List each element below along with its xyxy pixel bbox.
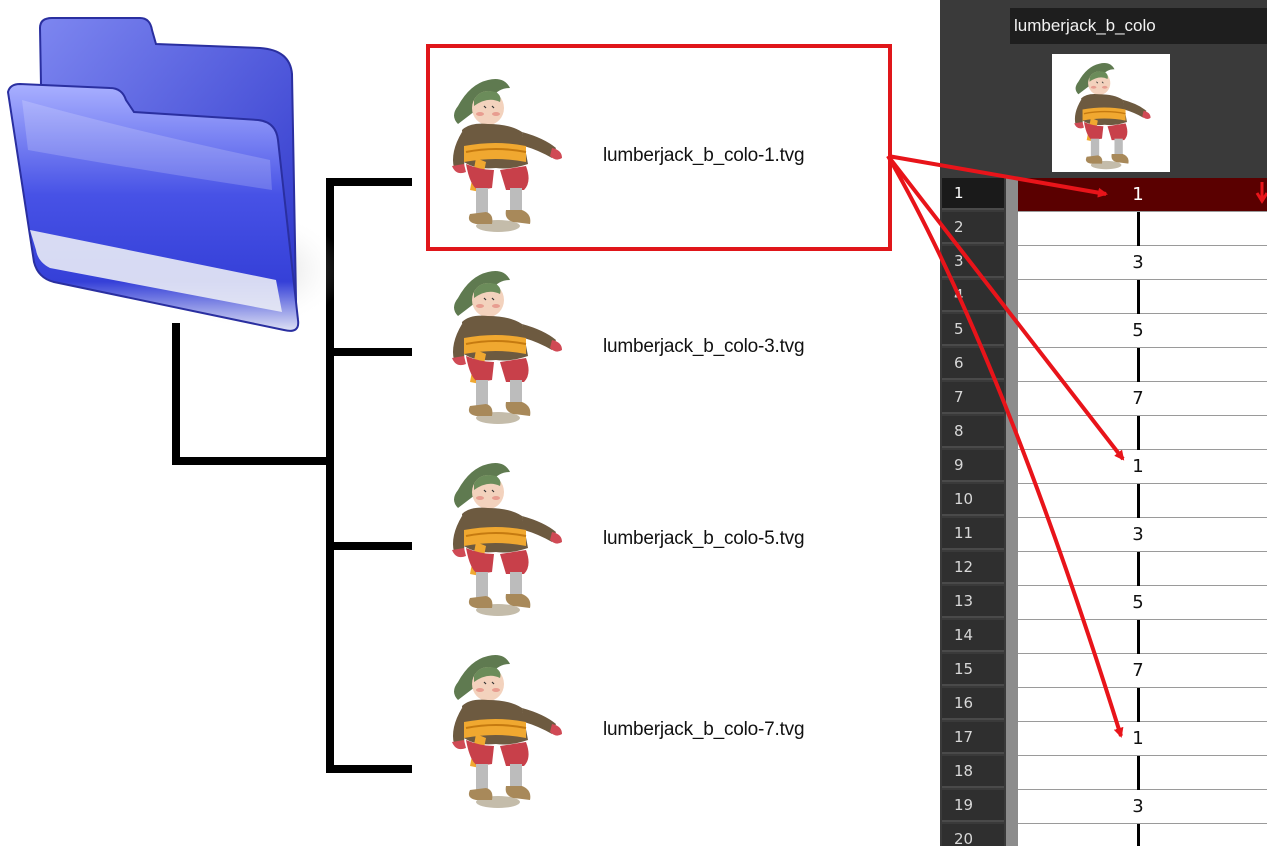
exposure-cell[interactable]: 5 [1018,314,1267,348]
highlight-box [426,44,892,251]
hold-line [1137,306,1140,314]
exposure-cell[interactable]: 1 [1018,722,1267,756]
frame-number[interactable]: 6 [942,348,1004,380]
hold-line [1137,374,1140,382]
exposure-cell[interactable] [1018,756,1267,790]
cell-value: 3 [1132,252,1144,273]
lumberjack-character [451,654,563,809]
cell-value: 1 [1132,184,1144,205]
hold-line [1137,416,1140,449]
exposure-cell[interactable]: 1 [1018,178,1267,212]
hold-line [1137,714,1140,722]
column-thumbnail [1052,54,1170,172]
frame-number[interactable]: 8 [942,416,1004,448]
hold-line [1137,212,1140,245]
column-thumbnail-character [1073,62,1152,170]
exposure-cell[interactable] [1018,212,1267,246]
drawing-thumbnail-3 [451,462,563,617]
hold-line [1137,348,1140,381]
exposure-cell[interactable] [1018,280,1267,314]
hold-line [1137,442,1140,450]
hold-line [1137,646,1140,654]
exposure-cell[interactable]: 7 [1018,382,1267,416]
frame-number[interactable]: 20 [942,824,1004,846]
lumberjack-character [451,270,563,425]
exposure-cell[interactable]: 3 [1018,246,1267,280]
exposure-cell[interactable]: 1 [1018,450,1267,484]
exposure-cell[interactable] [1018,620,1267,654]
cell-value: 1 [1132,456,1144,477]
frame-number[interactable]: 7 [942,382,1004,414]
exposure-cell[interactable] [1018,484,1267,518]
frame-number[interactable]: 5 [942,314,1004,346]
cell-value: 3 [1132,796,1144,817]
drawing-thumbnail-1 [451,78,563,233]
cell-value: 1 [1132,728,1144,749]
folder-front-lip [30,230,282,312]
exposure-cell[interactable] [1018,348,1267,382]
hold-line [1137,688,1140,721]
exposure-cell[interactable] [1018,688,1267,722]
hold-line [1137,552,1140,585]
drawing-thumbnail-4 [451,654,563,809]
hold-line [1137,620,1140,653]
hold-line [1137,578,1140,586]
cell-value: 5 [1132,592,1144,613]
frame-number[interactable]: 16 [942,688,1004,720]
exposure-cell[interactable]: 7 [1018,654,1267,688]
thumbnail-column [426,44,892,809]
hold-line [1137,756,1140,789]
frame-number[interactable]: 11 [942,518,1004,550]
drawing-thumbnail-2 [451,270,563,425]
frame-number[interactable]: 3 [942,246,1004,278]
frame-number[interactable]: 10 [942,484,1004,516]
cell-value: 7 [1132,388,1144,409]
frame-number[interactable]: 4 [942,280,1004,312]
frame-gutter [1006,178,1018,846]
frame-number[interactable]: 13 [942,586,1004,618]
hold-line [1137,824,1140,846]
cell-value: 5 [1132,320,1144,341]
frame-number[interactable]: 15 [942,654,1004,686]
exposure-cells: 1 3 5 7 1 3 5 7 1 3 [1018,178,1267,846]
file-label-colo-1: lumberjack_b_colo-1.tvg [603,145,805,166]
frame-number[interactable]: 9 [942,450,1004,482]
lumberjack-character [451,78,563,233]
hold-line [1137,510,1140,518]
exposure-cell[interactable]: 3 [1018,518,1267,552]
cell-value: 7 [1132,660,1144,681]
frame-number[interactable]: 1 [942,178,1004,210]
hold-line [1137,238,1140,246]
column-header[interactable]: lumberjack_b_colo [1010,8,1267,44]
file-label-colo-3: lumberjack_b_colo-3.tvg [603,336,805,357]
folder-gloss [22,100,272,190]
frame-number[interactable]: 14 [942,620,1004,652]
exposure-cell[interactable] [1018,552,1267,586]
hold-line [1137,484,1140,517]
frame-number[interactable]: 2 [942,212,1004,244]
exposure-cell[interactable] [1018,824,1267,846]
cell-value: 3 [1132,524,1144,545]
frame-number[interactable]: 17 [942,722,1004,754]
hold-line [1137,782,1140,790]
folder-icon [6,17,345,332]
hold-line [1137,280,1140,313]
frame-number[interactable]: 19 [942,790,1004,822]
exposure-cell[interactable]: 3 [1018,790,1267,824]
lumberjack-character [451,462,563,617]
file-label-colo-5: lumberjack_b_colo-5.tvg [603,528,805,549]
exposure-cell[interactable]: 5 [1018,586,1267,620]
exposure-cell[interactable] [1018,416,1267,450]
frame-number[interactable]: 12 [942,552,1004,584]
frame-number[interactable]: 18 [942,756,1004,788]
column-thumbnail-area [1010,44,1267,176]
file-label-colo-7: lumberjack_b_colo-7.tvg [603,719,805,740]
